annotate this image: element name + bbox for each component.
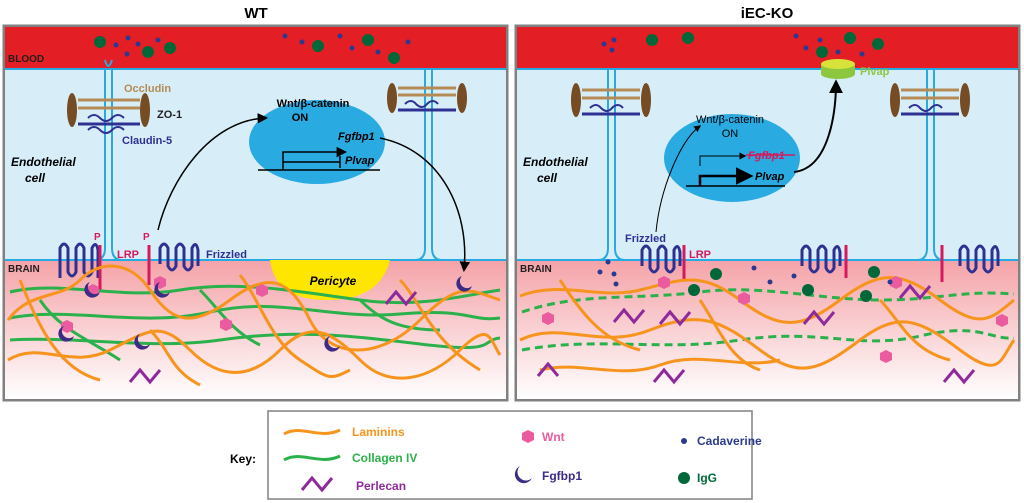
- fgfbp1-molecules: [58, 276, 472, 352]
- key-title: Key:: [230, 452, 256, 466]
- laminin-swatch: [283, 428, 341, 436]
- pericyte: [270, 260, 390, 300]
- cadaverine-swatch: [681, 438, 687, 444]
- plvap-gene-label: Plvap: [755, 171, 785, 183]
- plvap-diaphragm: [821, 59, 855, 79]
- key-wnt: Wnt: [542, 430, 565, 444]
- endothelial-label: Endothelial: [11, 155, 76, 169]
- fgfbp1-gene-label: Fgfbp1: [748, 150, 785, 162]
- secretion-arrow: [379, 137, 471, 273]
- laminin-fibers: [519, 276, 1016, 373]
- key-collagen: Collagen IV: [352, 451, 417, 465]
- blood-label: BLOOD: [8, 54, 44, 65]
- wnt-swatch: [522, 430, 534, 443]
- pericyte-label: Pericyte: [310, 274, 357, 288]
- wnt-catenin-label: Wnt/β-catenin: [696, 114, 764, 126]
- key-cadaverine: Cadaverine: [697, 434, 762, 448]
- frizzled-label: Frizzled: [206, 249, 247, 261]
- igg-molecules: [646, 32, 884, 58]
- cell-junction: [414, 69, 426, 261]
- key-igg: IgG: [697, 471, 717, 485]
- key-legend: Key: Laminins Collagen IV Perlecan Wnt F…: [230, 410, 762, 500]
- tight-junction-complex: [890, 83, 970, 117]
- frizzled-receptor: [58, 242, 200, 278]
- occludin-label: Occludin: [124, 83, 171, 95]
- collagen-fibers: [521, 288, 1015, 352]
- blood-region: [517, 27, 1018, 69]
- zo1-label: ZO-1: [157, 109, 182, 121]
- collagen-swatch: [283, 454, 341, 462]
- frizzled-label: Frizzled: [625, 233, 666, 245]
- perlecan: [536, 283, 976, 385]
- cadaverine-molecules: [601, 33, 865, 57]
- brain-label: BRAIN: [8, 264, 40, 275]
- igg-leaked: [688, 266, 880, 302]
- on-label: ON: [722, 128, 739, 140]
- plvap-gene-label: Plvap: [345, 155, 375, 167]
- signal-arrow: [655, 125, 702, 233]
- blood-region: [5, 27, 506, 69]
- key-perlecan: Perlecan: [356, 479, 406, 493]
- tight-junction-complex: [571, 83, 651, 117]
- fgfbp1-gene-label: Fgfbp1: [338, 131, 375, 143]
- phospho-label: P: [143, 232, 150, 243]
- wnt-catenin-label: Wnt/β-catenin: [277, 98, 350, 110]
- perlecan-swatch: [300, 475, 334, 493]
- wt-panel: Occludin ZO-1 Claudin-5 Endothelial cell…: [2, 24, 509, 402]
- endothelial-label-2: cell: [25, 171, 46, 185]
- key-laminins: Laminins: [352, 425, 405, 439]
- claudin5-label: Claudin-5: [122, 135, 172, 147]
- tight-junction-complex: [67, 93, 150, 134]
- plvap-protein-label: Plvap: [860, 66, 890, 78]
- wnt-molecules: [542, 276, 1008, 363]
- key-fgfbp1: Fgfbp1: [542, 469, 582, 483]
- endothelial-label: Endothelial: [523, 155, 588, 169]
- on-label: ON: [292, 112, 309, 124]
- cell-junction: [597, 69, 609, 261]
- panel-title-wt: WT: [244, 5, 267, 22]
- brain-label: BRAIN: [520, 264, 552, 275]
- perlecan: [128, 289, 418, 385]
- tight-junction-complex: [387, 83, 467, 113]
- ko-panel: Plvap Endothelial cell Wnt/β-catenin ON …: [514, 24, 1021, 402]
- lrp-label: LRP: [117, 249, 139, 261]
- plvap-arrow: [793, 79, 843, 173]
- panel-title-ko: iEC-KO: [741, 5, 794, 22]
- nucleus: [664, 114, 800, 202]
- phospho-label: P: [94, 232, 101, 243]
- endothelial-label-2: cell: [537, 171, 558, 185]
- signal-arrow: [157, 113, 269, 231]
- cadaverine-molecules: [113, 33, 411, 57]
- fgfbp1-swatch: [514, 466, 532, 484]
- laminin-fibers: [6, 264, 502, 387]
- lrp-label: LRP: [689, 249, 711, 261]
- cadaverine-leaked: [597, 259, 893, 287]
- cell-junction: [916, 69, 928, 261]
- lrp-receptor: [682, 245, 944, 282]
- igg-swatch: [678, 472, 690, 484]
- igg-molecules: [94, 34, 400, 64]
- frizzled-receptor: [640, 244, 1000, 274]
